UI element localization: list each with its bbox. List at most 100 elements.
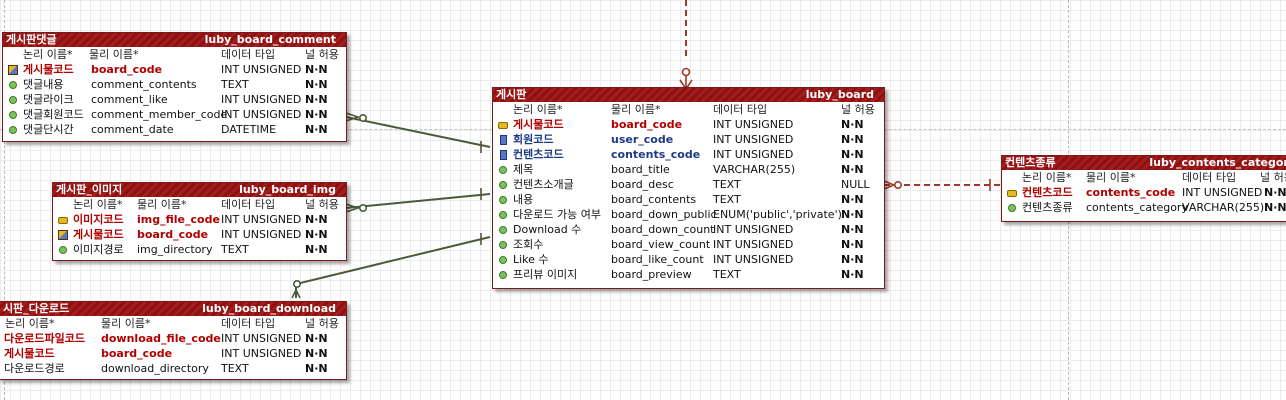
header-logical-name: 논리 이름* bbox=[23, 48, 73, 61]
header-data-type: 데이터 타입 bbox=[1182, 171, 1237, 184]
attribute-row[interactable]: Download 수 board_down_count INT UNSIGNED… bbox=[493, 222, 884, 237]
attr-logical: 댓글회원코드 bbox=[23, 108, 84, 121]
attr-null: N·N bbox=[305, 362, 328, 375]
attr-type: INT UNSIGNED bbox=[221, 93, 302, 106]
attr-null: N·N bbox=[841, 223, 864, 236]
attr-logical: 컨텐츠소개글 bbox=[513, 178, 574, 191]
attr-logical: 컨텐츠코드 bbox=[513, 148, 564, 161]
attr-physical: comment_like bbox=[91, 93, 168, 106]
attr-physical: contents_code bbox=[1086, 186, 1176, 199]
entity-header[interactable]: 게시판 luby_board bbox=[493, 88, 884, 102]
attr-logical: Download 수 bbox=[513, 223, 582, 236]
attribute-row[interactable]: 제목 board_title VARCHAR(255) N·N bbox=[493, 162, 884, 177]
column-icon bbox=[499, 256, 507, 264]
attr-null: N·N bbox=[305, 213, 328, 226]
attr-physical: board_contents bbox=[611, 193, 697, 206]
column-icon bbox=[9, 126, 17, 134]
attribute-row[interactable]: 컨텐츠종류 contents_category VARCHAR(255) N·N bbox=[1002, 200, 1286, 215]
relationship-comment-board[interactable] bbox=[345, 112, 491, 153]
attr-null: N·N bbox=[305, 347, 328, 360]
entity-board-comment[interactable]: 게시판댓글 luby_board_comment 논리 이름* 물리 이름* 데… bbox=[2, 32, 347, 142]
attribute-row[interactable]: 댓글단시간 comment_date DATETIME N·N bbox=[3, 122, 346, 137]
attribute-row[interactable]: 댓글라이크 comment_like INT UNSIGNED N·N bbox=[3, 92, 346, 107]
fk-icon bbox=[500, 135, 507, 145]
column-icon bbox=[9, 96, 17, 104]
attr-null: N·N bbox=[841, 118, 864, 131]
header-physical-name: 물리 이름* bbox=[1086, 171, 1136, 184]
header-data-type: 데이터 타입 bbox=[713, 103, 768, 116]
entity-header[interactable]: 게시판댓글 luby_board_comment bbox=[3, 33, 346, 47]
attribute-row[interactable]: Like 수 board_like_count INT UNSIGNED N·N bbox=[493, 252, 884, 267]
attr-physical: board_code bbox=[101, 347, 173, 360]
attr-logical: 댓글내용 bbox=[23, 78, 64, 91]
entity-header[interactable]: 게시판_이미지 luby_board_img bbox=[53, 183, 346, 197]
attribute-row[interactable]: 다운로드 가능 여부 board_down_public ENUM('publi… bbox=[493, 207, 884, 222]
attr-type: INT UNSIGNED bbox=[713, 133, 794, 146]
attr-type: INT UNSIGNED bbox=[1182, 186, 1263, 199]
attribute-row[interactable]: 게시물코드 board_code INT UNSIGNED N·N bbox=[0, 346, 346, 361]
attr-null: N·N bbox=[1264, 201, 1286, 214]
attr-physical: board_code bbox=[91, 63, 163, 76]
attribute-row[interactable]: 조회수 board_view_count INT UNSIGNED N·N bbox=[493, 237, 884, 252]
attribute-row[interactable]: 게시물코드 board_code INT UNSIGNED N·N bbox=[53, 227, 346, 242]
attr-physical: comment_date bbox=[91, 123, 174, 136]
attr-type: DATETIME bbox=[221, 123, 277, 136]
attr-type: TEXT bbox=[221, 78, 249, 91]
entity-board-img[interactable]: 게시판_이미지 luby_board_img 논리 이름* 물리 이름* 데이터… bbox=[52, 182, 347, 261]
attribute-row[interactable]: 다운로드경로 download_directory TEXT N·N bbox=[0, 361, 346, 376]
attr-logical: 프리뷰 이미지 bbox=[513, 268, 578, 281]
column-header-row: 논리 이름* 물리 이름* 데이터 타입 널 허용 bbox=[3, 47, 346, 62]
relationship-board-contents[interactable] bbox=[883, 179, 1000, 191]
attr-physical: download_file_code bbox=[101, 332, 221, 345]
attribute-row[interactable]: 컨텐츠코드 contents_code INT UNSIGNED N·N bbox=[1002, 185, 1286, 200]
header-logical-name: 논리 이름* bbox=[513, 103, 563, 116]
attr-logical: 게시물코드 bbox=[513, 118, 564, 131]
attribute-row[interactable]: 게시물코드 board_code INT UNSIGNED N·N bbox=[3, 62, 346, 77]
attr-physical: board_code bbox=[611, 118, 683, 131]
attribute-row[interactable]: 댓글회원코드 comment_member_code INT UNSIGNED … bbox=[3, 107, 346, 122]
attribute-row[interactable]: 컨텐츠코드 contents_code INT UNSIGNED N·N bbox=[493, 147, 884, 162]
entity-header[interactable]: 시판_다운로드 luby_board_download bbox=[0, 302, 346, 316]
attr-physical: board_desc bbox=[611, 178, 674, 191]
attr-logical: 컨텐츠종류 bbox=[1022, 201, 1073, 214]
attr-logical: 제목 bbox=[513, 163, 534, 176]
relationship-download-board[interactable] bbox=[291, 233, 491, 299]
attr-null: N·N bbox=[305, 123, 328, 136]
attribute-row[interactable]: 이미지코드 img_file_code INT UNSIGNED N·N bbox=[53, 212, 346, 227]
attr-logical: 컨텐츠코드 bbox=[1022, 186, 1073, 199]
relationship-img-board[interactable] bbox=[345, 188, 491, 213]
entity-board-download[interactable]: 시판_다운로드 luby_board_download 논리 이름* 물리 이름… bbox=[0, 301, 347, 380]
header-logical-name: 논리 이름* bbox=[5, 317, 55, 330]
header-physical-name: 물리 이름* bbox=[137, 198, 187, 211]
attr-null: N·N bbox=[305, 332, 328, 345]
attribute-row[interactable]: 이미지경로 img_directory TEXT N·N bbox=[53, 242, 346, 257]
attribute-row[interactable]: 컨텐츠소개글 board_desc TEXT NULL bbox=[493, 177, 884, 192]
attr-null: N·N bbox=[841, 133, 864, 146]
attr-logical: 내용 bbox=[513, 193, 534, 206]
column-icon bbox=[499, 241, 507, 249]
fk-icon bbox=[500, 150, 507, 160]
entity-header[interactable]: 컨텐츠종류 luby_contents_category bbox=[1002, 156, 1286, 170]
column-icon bbox=[499, 196, 507, 204]
pk-fk-icon bbox=[58, 230, 68, 240]
relationship-board-parent[interactable] bbox=[679, 0, 693, 91]
attribute-row[interactable]: 프리뷰 이미지 board_preview TEXT N·N bbox=[493, 267, 884, 282]
attr-null: N·N bbox=[841, 193, 864, 206]
entity-contents-category[interactable]: 컨텐츠종류 luby_contents_category 논리 이름* 물리 이… bbox=[1001, 155, 1286, 222]
column-icon bbox=[499, 211, 507, 219]
key-icon bbox=[498, 122, 508, 129]
attribute-row[interactable]: 내용 board_contents TEXT N·N bbox=[493, 192, 884, 207]
attribute-row[interactable]: 댓글내용 comment_contents TEXT N·N bbox=[3, 77, 346, 92]
attribute-row[interactable]: 다운로드파일코드 download_file_code INT UNSIGNED… bbox=[0, 331, 346, 346]
column-header-row: 논리 이름* 물리 이름* 데이터 타입 널 허용 bbox=[0, 316, 346, 331]
entity-board[interactable]: 게시판 luby_board 논리 이름* 물리 이름* 데이터 타입 널 허용… bbox=[492, 87, 885, 289]
column-icon bbox=[9, 111, 17, 119]
attribute-row[interactable]: 게시물코드 board_code INT UNSIGNED N·N bbox=[493, 117, 884, 132]
attr-physical: comment_contents bbox=[91, 78, 197, 91]
attr-type: INT UNSIGNED bbox=[221, 332, 302, 345]
attr-type: INT UNSIGNED bbox=[221, 63, 302, 76]
header-nullable: 널 허용 bbox=[305, 198, 339, 211]
attr-logical: 다운로드 가능 여부 bbox=[513, 208, 601, 221]
attribute-row[interactable]: 회원코드 user_code INT UNSIGNED N·N bbox=[493, 132, 884, 147]
